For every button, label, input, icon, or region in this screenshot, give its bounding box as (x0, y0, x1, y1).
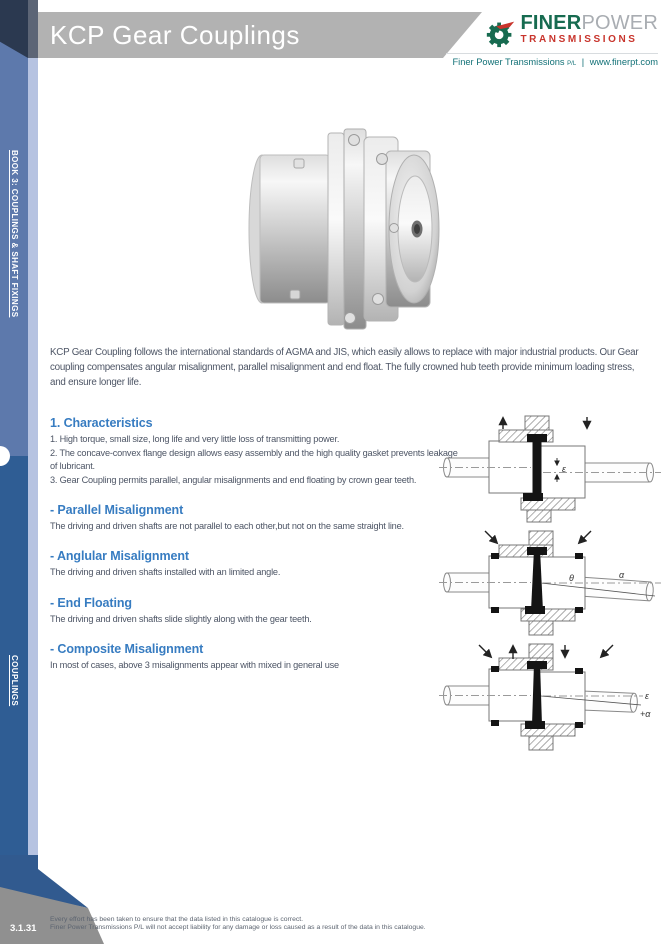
content-column: 1. Characteristics 1. High torque, small… (50, 416, 458, 671)
sidebar-mid-band (0, 0, 28, 458)
composite-misalignment-diagram: ε +α (439, 643, 651, 751)
header-bar: KCP Gear Couplings (38, 12, 482, 58)
sidebar-slate-corner (28, 0, 38, 58)
characteristics-heading: 1. Characteristics (50, 416, 153, 430)
logo-divider (446, 53, 658, 54)
sidebar-dark-band (0, 456, 28, 912)
brand-subtitle: TRANSMISSIONS (520, 34, 638, 45)
brand-primary: FINER (520, 12, 582, 34)
footer-disclaimer: Every effort has been taken to ensure th… (50, 916, 426, 933)
page-number-badge: 3.1.31 (10, 923, 37, 934)
section-heading: - Composite Misalignment (50, 642, 204, 657)
section-body: In most of cases, above 3 misalignments … (50, 660, 339, 671)
tagline-separator: | (581, 57, 585, 67)
section-body: The driving and driven shafts are not pa… (50, 521, 404, 532)
brand-name: FINERPOWER (520, 13, 658, 33)
epsilon-label: ε (645, 691, 650, 701)
brand-secondary: POWER (581, 12, 658, 34)
section-end-floating: - End Floating The driving and driven sh… (50, 596, 458, 625)
section-composite-misalignment: - Composite Misalignment In most of case… (50, 642, 458, 671)
corner-gray-triangle (0, 887, 104, 944)
theta-label: θ (569, 573, 574, 583)
page-title: KCP Gear Couplings (50, 20, 300, 50)
sidebar-notch (0, 446, 10, 466)
alpha-label: +α (640, 709, 651, 719)
sidebar-light-band (28, 0, 38, 944)
sidebar-book-tab: BOOK 3: COUPLINGS & SHAFT FIXINGS (10, 150, 19, 318)
angular-misalignment-diagram: θ α (439, 530, 661, 636)
logo-tagline: Finer Power Transmissions P/L | www.fine… (446, 57, 658, 67)
section-heading: - End Floating (50, 595, 132, 610)
parallel-misalignment-diagram: ε (439, 415, 661, 523)
corner-decoration: 3.1.31 (0, 855, 104, 944)
section-body: The driving and driven shafts installed … (50, 567, 281, 578)
intro-paragraph: KCP Gear Coupling follows the internatio… (50, 347, 639, 388)
company-name: Finer Power Transmissions (452, 57, 565, 67)
section-parallel-misalignment: - Parallel Misalignment The driving and … (50, 503, 458, 532)
footer-line-1: Every effort has been taken to ensure th… (50, 916, 304, 923)
section-heading: - Anglular Misalignment (50, 549, 189, 564)
sidebar-couplings-tab: COUPLINGS (10, 655, 19, 707)
section-heading: - Parallel Misalignment (50, 503, 184, 518)
footer-line-2: Finer Power Transmissions P/L will not a… (50, 924, 426, 932)
section-body: The driving and driven shafts slide slig… (50, 613, 312, 624)
product-photo (248, 128, 440, 330)
alpha-label: α (619, 570, 625, 580)
characteristics-item: 1. High torque, small size, long life an… (50, 434, 340, 444)
brand-logo: FINERPOWER TRANSMISSIONS Finer Power Tra… (446, 13, 658, 67)
characteristics-item: 2. The concave-convex flange design allo… (50, 448, 458, 471)
gear-logo-icon (487, 21, 515, 48)
section-angular-misalignment: - Anglular Misalignment The driving and … (50, 549, 458, 578)
corner-blue-wedge (0, 855, 88, 908)
company-suffix: P/L (567, 61, 577, 67)
website-link[interactable]: www.finerpt.com (589, 57, 658, 67)
characteristics-item: 3. Gear Coupling permits parallel, angul… (50, 474, 417, 485)
epsilon-label: ε (562, 464, 567, 474)
